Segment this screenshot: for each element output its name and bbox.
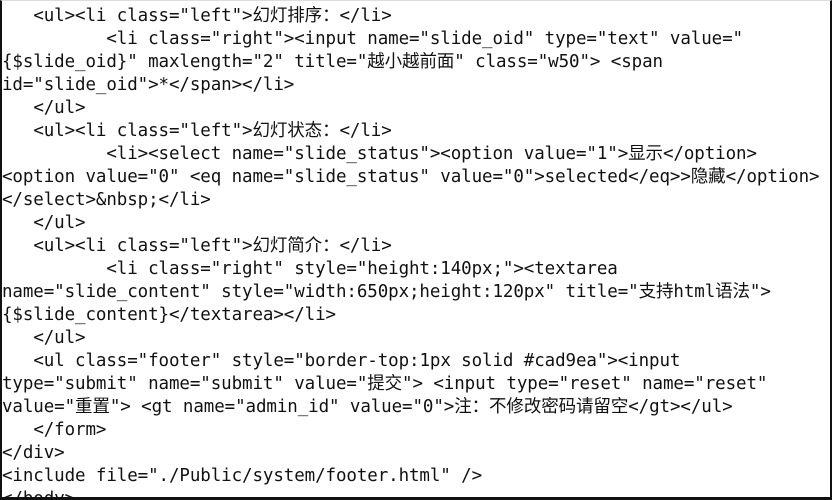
code-line: </div>	[2, 443, 65, 463]
code-line: <ul class="footer" style="border-top:1px…	[2, 351, 778, 417]
code-line: </ul>	[2, 213, 86, 233]
code-line: </body>	[2, 489, 76, 500]
code-line: <ul><li class="left">幻灯排序：</li>	[2, 6, 392, 26]
code-line: </ul>	[2, 98, 86, 118]
source-code-listing[interactable]: <ul><li class="left">幻灯排序：</li> <li clas…	[2, 5, 822, 500]
code-line: <include file="./Public/system/footer.ht…	[2, 466, 483, 486]
code-line: <ul><li class="left">幻灯状态：</li>	[2, 121, 392, 141]
code-line: <ul><li class="left">幻灯简介：</li>	[2, 236, 392, 256]
code-line: <li class="right"><input name="slide_oid…	[2, 29, 743, 95]
code-lines-container: <ul><li class="left">幻灯排序：</li> <li clas…	[2, 5, 822, 500]
code-line: </form>	[2, 420, 107, 440]
code-line: <li><select name="slide_status"><option …	[2, 144, 820, 210]
code-line: <li class="right" style="height:140px;">…	[2, 259, 771, 325]
code-line: </ul>	[2, 328, 86, 348]
